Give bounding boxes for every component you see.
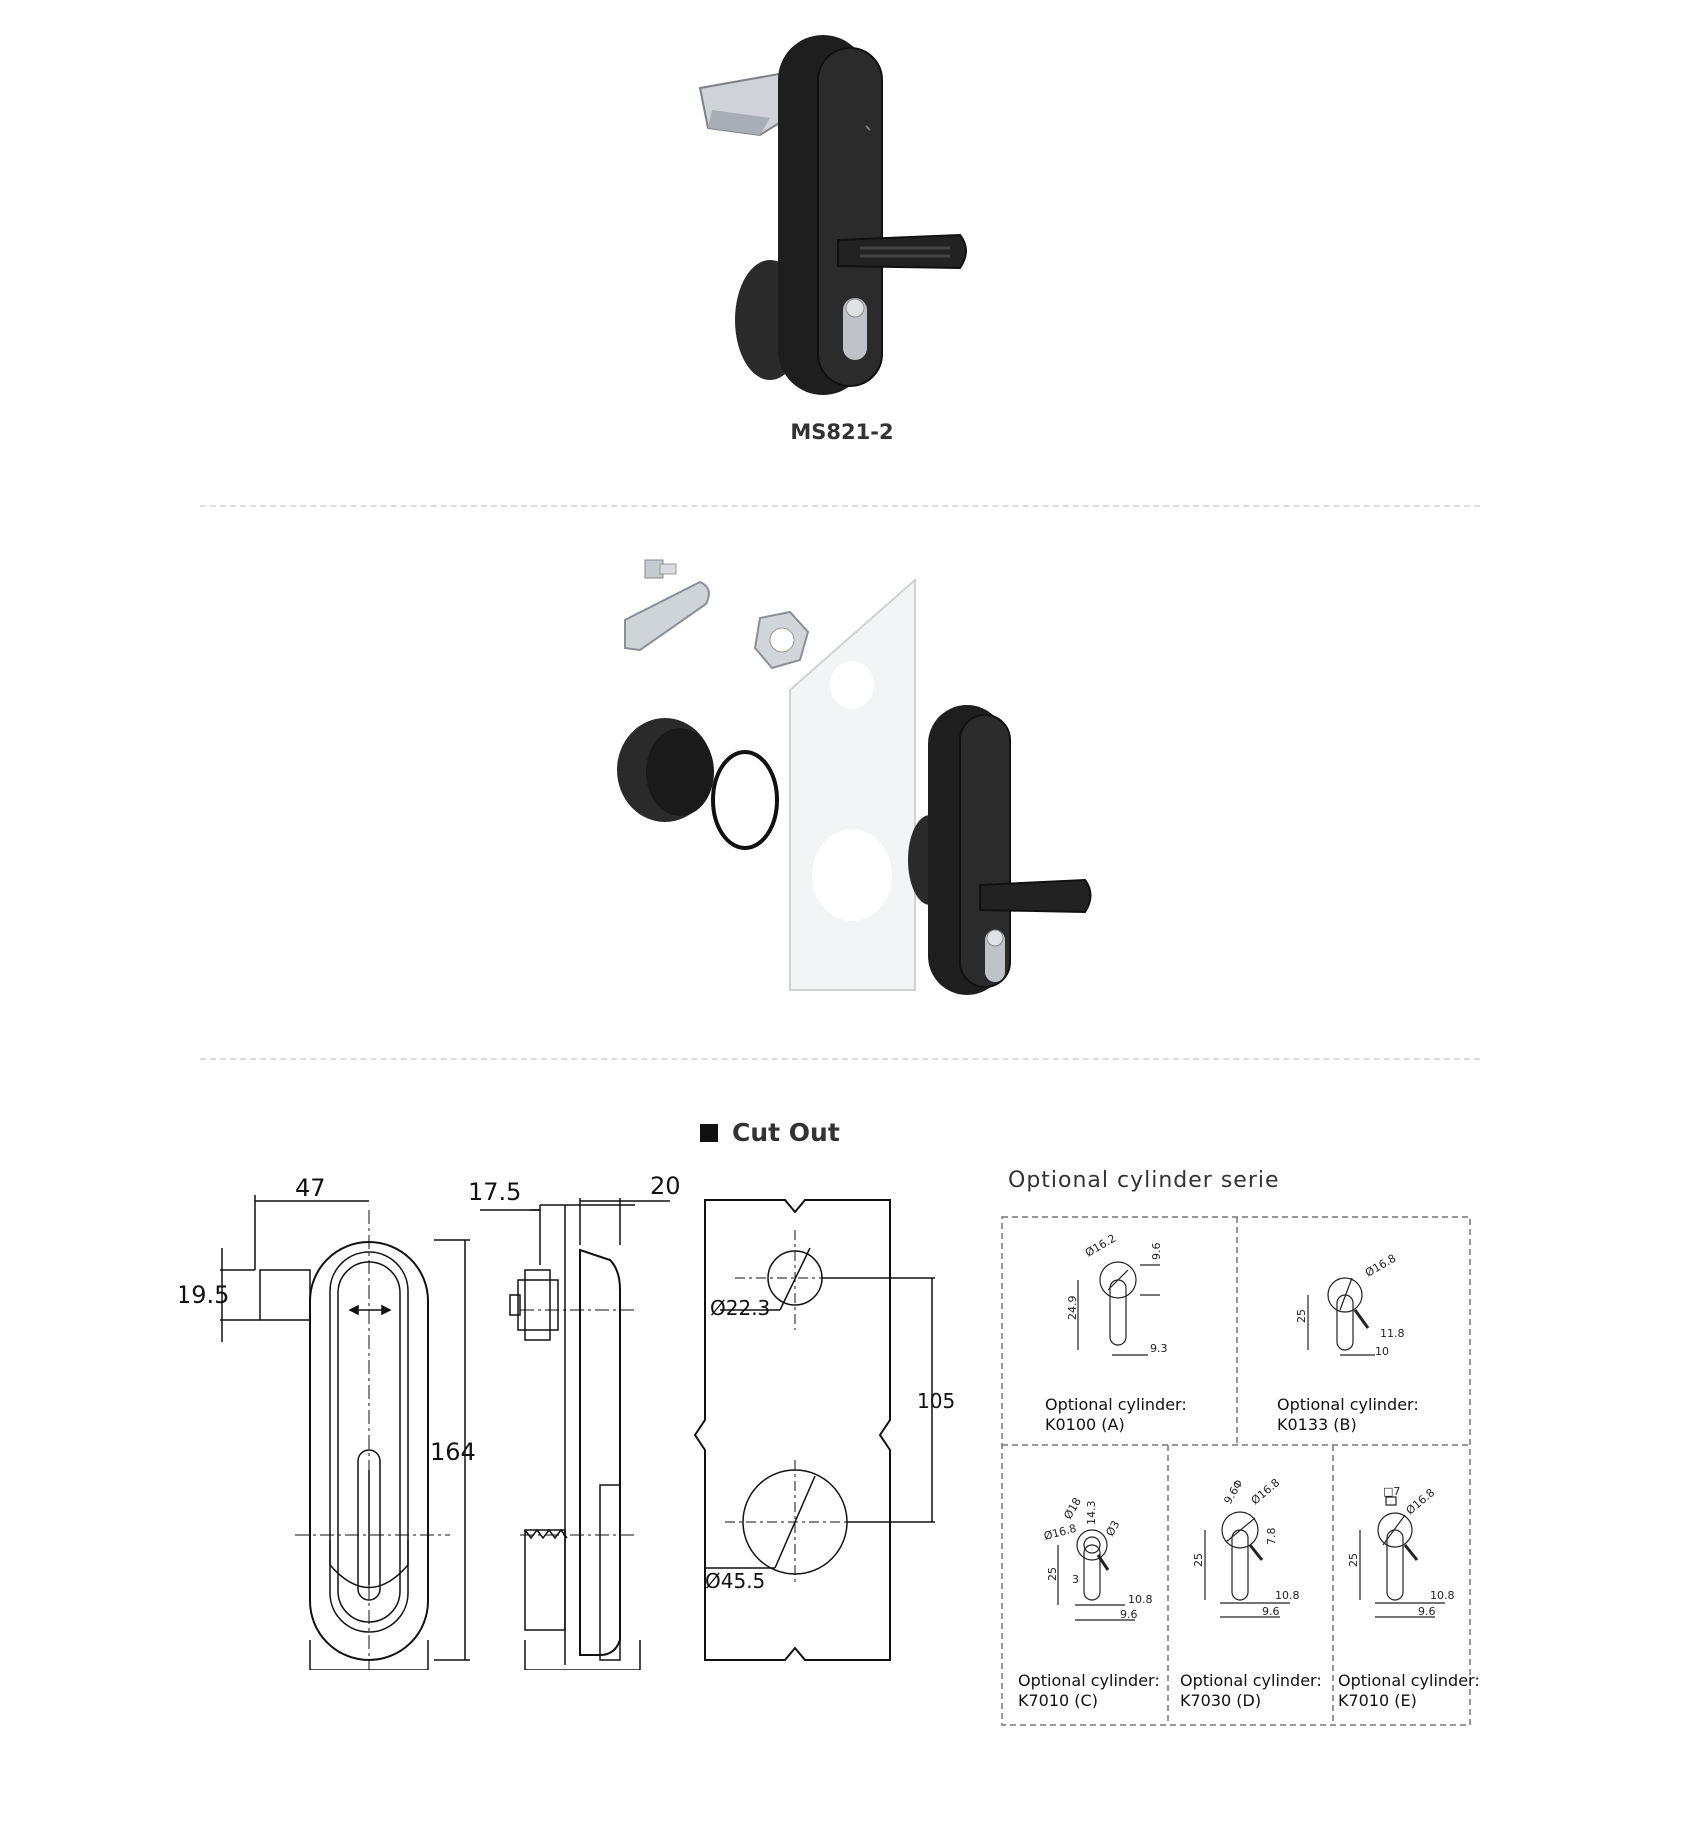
svg-text:K0100 (A): K0100 (A): [1045, 1415, 1125, 1434]
dim-cut-small-hole: Ø22.3: [710, 1296, 770, 1320]
square-bullet-icon: [700, 1123, 718, 1142]
svg-text:14.3: 14.3: [1085, 1501, 1098, 1526]
svg-text:11.8: 11.8: [1380, 1327, 1405, 1340]
section-divider: [200, 505, 1480, 507]
svg-text:□7: □7: [1383, 1485, 1400, 1498]
svg-text:25: 25: [1046, 1567, 1059, 1581]
svg-text:10: 10: [1375, 1345, 1389, 1358]
svg-text:10.8: 10.8: [1128, 1593, 1153, 1606]
svg-text:9.6: 9.6: [1418, 1605, 1436, 1618]
bolt-part: [644, 559, 677, 579]
svg-text:10.8: 10.8: [1275, 1589, 1300, 1602]
mounting-panel: [789, 577, 916, 991]
svg-text:Optional cylinder:: Optional cylinder:: [1018, 1671, 1160, 1690]
svg-text:K7030 (D): K7030 (D): [1180, 1691, 1261, 1710]
svg-text:10.8: 10.8: [1430, 1589, 1455, 1602]
svg-text:9.6Φ: 9.6Φ: [1221, 1477, 1246, 1506]
section-divider: [200, 1058, 1480, 1060]
svg-text:7.8: 7.8: [1265, 1528, 1278, 1546]
dim-side-top-left: 17.5: [468, 1178, 521, 1206]
cylinder-option-e: □7 Ø16.8 25 10.8 9.6 Optional cylinder: …: [1338, 1485, 1480, 1710]
svg-text:Ø16.8: Ø16.8: [1042, 1522, 1077, 1543]
svg-text:9.6: 9.6: [1262, 1605, 1280, 1618]
dim-cut-spacing: 105: [917, 1389, 955, 1413]
dim-front-width-top: 47: [295, 1174, 326, 1202]
o-ring: [711, 750, 779, 850]
cutout-section-title: Cut Out: [700, 1118, 840, 1147]
svg-text:9.6: 9.6: [1150, 1243, 1163, 1261]
cylinder-options-grid: Ø16.2 9.6 24.9 9.3 Optional cylinder: K0…: [1001, 1216, 1480, 1726]
cylinder-option-a: Ø16.2 9.6 24.9 9.3 Optional cylinder: K0…: [1045, 1232, 1187, 1434]
svg-text:Ø16.8: Ø16.8: [1404, 1486, 1438, 1517]
svg-text:K0133 (B): K0133 (B): [1277, 1415, 1357, 1434]
exploded-view: [617, 559, 1092, 995]
svg-text:Optional cylinder:: Optional cylinder:: [1180, 1671, 1322, 1690]
svg-text:K7010 (C): K7010 (C): [1018, 1691, 1098, 1710]
svg-text:25: 25: [1347, 1553, 1360, 1567]
svg-text:K7010 (E): K7010 (E): [1338, 1691, 1417, 1710]
svg-text:Ø3: Ø3: [1103, 1518, 1122, 1538]
dim-front-height: 164: [430, 1438, 476, 1466]
svg-text:25: 25: [1295, 1309, 1308, 1323]
product-render-assembled: [698, 35, 967, 395]
product-model-label: MS821-2: [790, 420, 894, 444]
dim-side-top-right: 20: [650, 1172, 681, 1200]
technical-drawing: 47 19.5 164 49 17.5 20 49 Ø22.3 Ø45.5 10…: [180, 1172, 955, 1670]
svg-text:9.3: 9.3: [1150, 1342, 1168, 1355]
svg-text:9.6: 9.6: [1120, 1608, 1138, 1621]
svg-text:Optional cylinder:: Optional cylinder:: [1338, 1671, 1480, 1690]
svg-text:Optional cylinder:: Optional cylinder:: [1277, 1395, 1419, 1414]
cam-part: [624, 580, 710, 652]
svg-text:Ø18: Ø18: [1061, 1495, 1084, 1521]
optional-cylinder-title: Optional cylinder serie: [1008, 1168, 1280, 1193]
svg-text:25: 25: [1192, 1553, 1205, 1567]
dim-front-offset: 19.5: [180, 1281, 229, 1309]
cylinder-option-b: Ø16.8 25 11.8 10 Optional cylinder: K013…: [1277, 1252, 1419, 1434]
svg-text:Ø16.8: Ø16.8: [1249, 1476, 1283, 1507]
cylinder-option-c: Ø16.8 Ø18 14.3 Ø3 25 3 10.8 9.6 Optional…: [1018, 1495, 1160, 1710]
svg-text:Ø16.2: Ø16.2: [1083, 1232, 1118, 1260]
cutout-title-text: Cut Out: [732, 1118, 840, 1147]
svg-text:Optional cylinder:: Optional cylinder:: [1045, 1395, 1187, 1414]
svg-text:3: 3: [1072, 1573, 1079, 1586]
svg-text:24.9: 24.9: [1066, 1296, 1079, 1321]
cylinder-option-d: 9.6Φ Ø16.8 7.8 25 10.8 9.6 Optional cyli…: [1180, 1476, 1322, 1710]
svg-text:Ø16.8: Ø16.8: [1363, 1252, 1398, 1280]
dim-cut-large-hole: Ø45.5: [705, 1569, 765, 1593]
